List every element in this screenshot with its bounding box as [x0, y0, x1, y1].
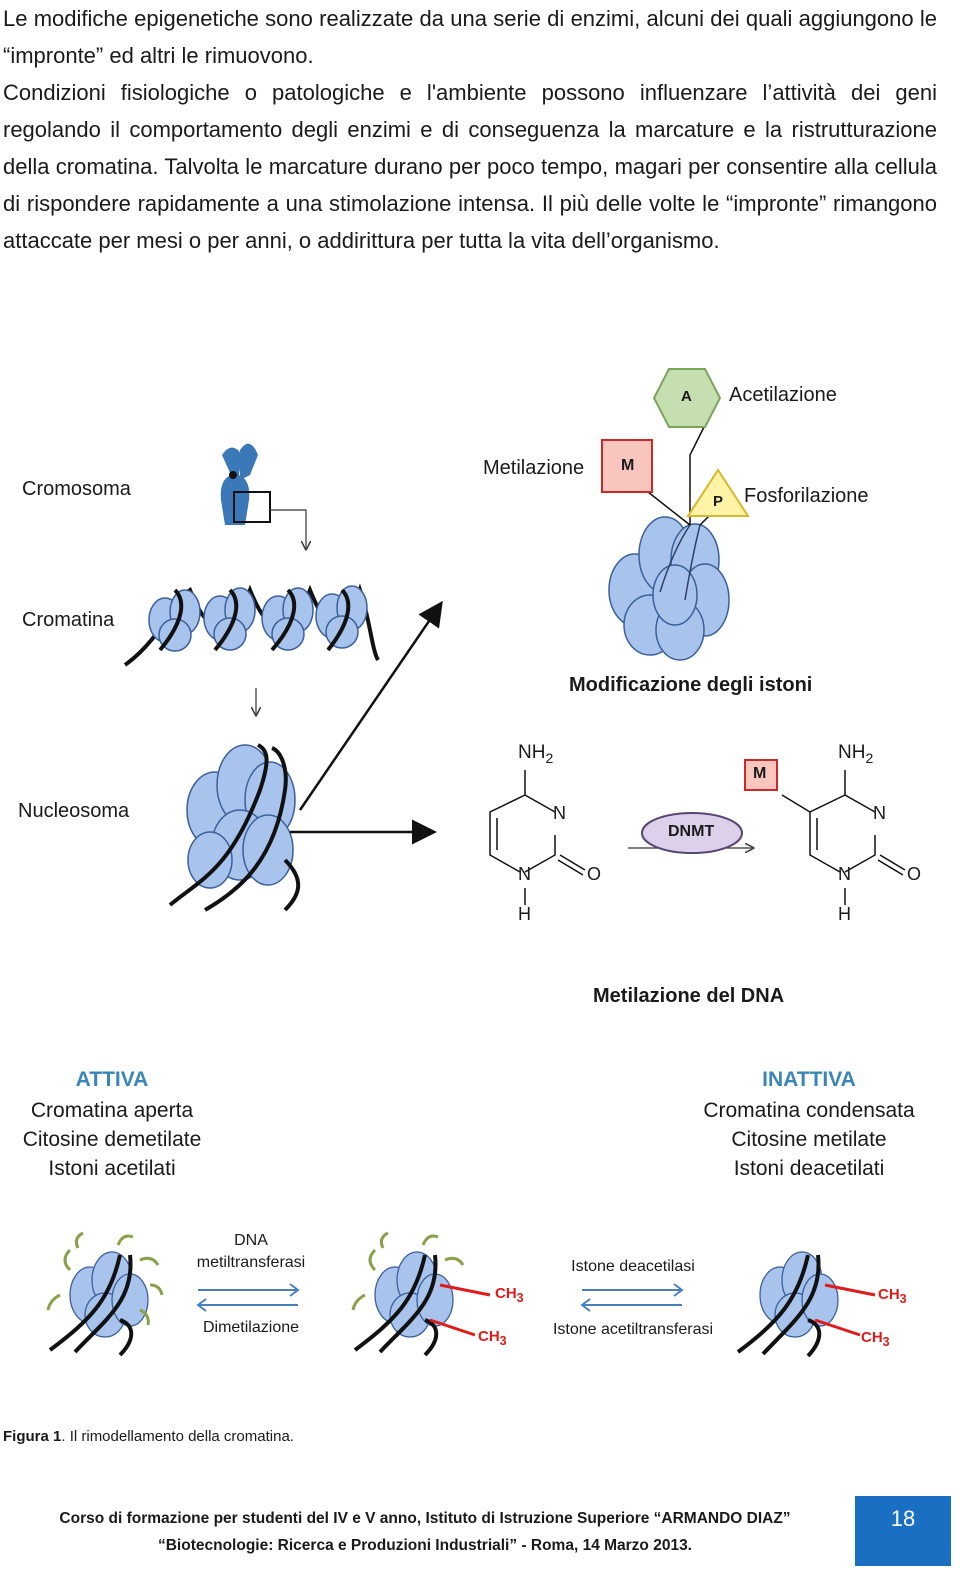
inattiva-line-3: Istoni deacetilati [733, 1157, 885, 1180]
n-right-1: N [873, 803, 886, 823]
h-left: H [518, 904, 531, 924]
footer: Corso di formazione per studenti del IV … [0, 1505, 850, 1559]
inattiva-line-2: Citosine metilate [731, 1128, 887, 1151]
label-mod-istoni: Modificazione degli istoni [569, 674, 813, 696]
dnmt-enzyme [641, 812, 743, 854]
acetylation-hexagon [652, 368, 722, 428]
label-metil-dna: Metilazione del DNA [593, 985, 785, 1007]
open-chromatin [46, 1231, 164, 1357]
paragraph-line-1: Le modifiche epigenetiche sono realizzat… [3, 6, 937, 68]
label-deacet: Istone deacetilasi [571, 1258, 695, 1275]
n-right-2: N [838, 864, 851, 884]
o-right: O [907, 864, 922, 884]
dnmt-label: DNMT [668, 823, 715, 840]
label-nucleosoma: Nucleosoma [18, 800, 130, 822]
mark-m: M [621, 457, 635, 474]
attiva-line-2: Citosine demetilate [22, 1128, 202, 1151]
h-right: H [838, 904, 851, 924]
state-inattiva-title: INATTIVA [762, 1068, 856, 1091]
intermediate-chromatin [351, 1231, 491, 1357]
footer-line-1: Corso di formazione per studenti del IV … [59, 1510, 791, 1527]
cytosine-left [489, 770, 586, 905]
paragraph-line-2: Condizioni fisiologiche o patologiche e … [3, 80, 937, 253]
nh2-right: NH2 [838, 742, 874, 766]
figure-caption: Figura 1. Il rimodellamento della cromat… [3, 1428, 294, 1445]
label-dna-met-2: metiltransferasi [196, 1254, 306, 1271]
ch3-3: CH3 [878, 1286, 907, 1306]
footer-line-2: “Biotecnologie: Ricerca e Produzioni Ind… [157, 1537, 692, 1554]
nh2-left: NH2 [518, 742, 554, 766]
mark-a: A [681, 388, 692, 405]
methyl-square [744, 759, 778, 791]
methylation-square [601, 439, 653, 493]
state-attiva-lines: Cromatina aperta Citosine demetilate Ist… [2, 1096, 222, 1183]
page-number: 18 [855, 1496, 951, 1566]
double-arrow-right [580, 1283, 684, 1312]
state-attiva-title: ATTIVA [75, 1068, 149, 1091]
inattiva-line-1: Cromatina condensata [703, 1099, 915, 1122]
chromosome-icon [220, 443, 306, 548]
chromatin-fiber [123, 583, 380, 667]
caption-text: . Il rimodellamento della cromatina. [61, 1428, 294, 1445]
double-arrow-left [196, 1283, 300, 1312]
phosphorylation-triangle [686, 468, 750, 517]
label-acettrans: Istone acetiltransferasi [552, 1321, 714, 1338]
label-metilazione: Metilazione [483, 457, 585, 479]
label-acetilazione: Acetilazione [729, 384, 837, 406]
attiva-line-1: Cromatina aperta [30, 1099, 194, 1122]
label-dna-met-1: DNA [234, 1232, 268, 1249]
label-cromatina: Cromatina [22, 609, 115, 631]
mark-p: P [713, 493, 724, 510]
ch3-2: CH3 [478, 1328, 507, 1348]
cytosine-right [781, 770, 906, 905]
body-paragraph: Le modifiche epigenetiche sono realizzat… [3, 0, 937, 259]
label-fosforilazione: Fosforilazione [744, 485, 869, 507]
label-cromosoma: Cromosoma [22, 478, 131, 500]
state-inattiva-lines: Cromatina condensata Citosine metilate I… [689, 1096, 929, 1183]
ch3-1: CH3 [495, 1285, 524, 1305]
mark-m2: M [753, 765, 767, 782]
nh2-right-text: NH [838, 742, 866, 763]
nucleosome [168, 743, 301, 912]
attiva-line-3: Istoni acetilati [48, 1157, 176, 1180]
nh2-left-text: NH [518, 742, 546, 763]
condensed-chromatin [736, 1251, 876, 1358]
label-demet: Dimetilazione [202, 1319, 300, 1336]
o-left: O [587, 864, 602, 884]
n-left-2: N [518, 864, 531, 884]
caption-label: Figura 1 [3, 1428, 62, 1445]
histone-octamer [608, 516, 730, 661]
ch3-4: CH3 [861, 1329, 890, 1349]
n-left-1: N [553, 803, 566, 823]
